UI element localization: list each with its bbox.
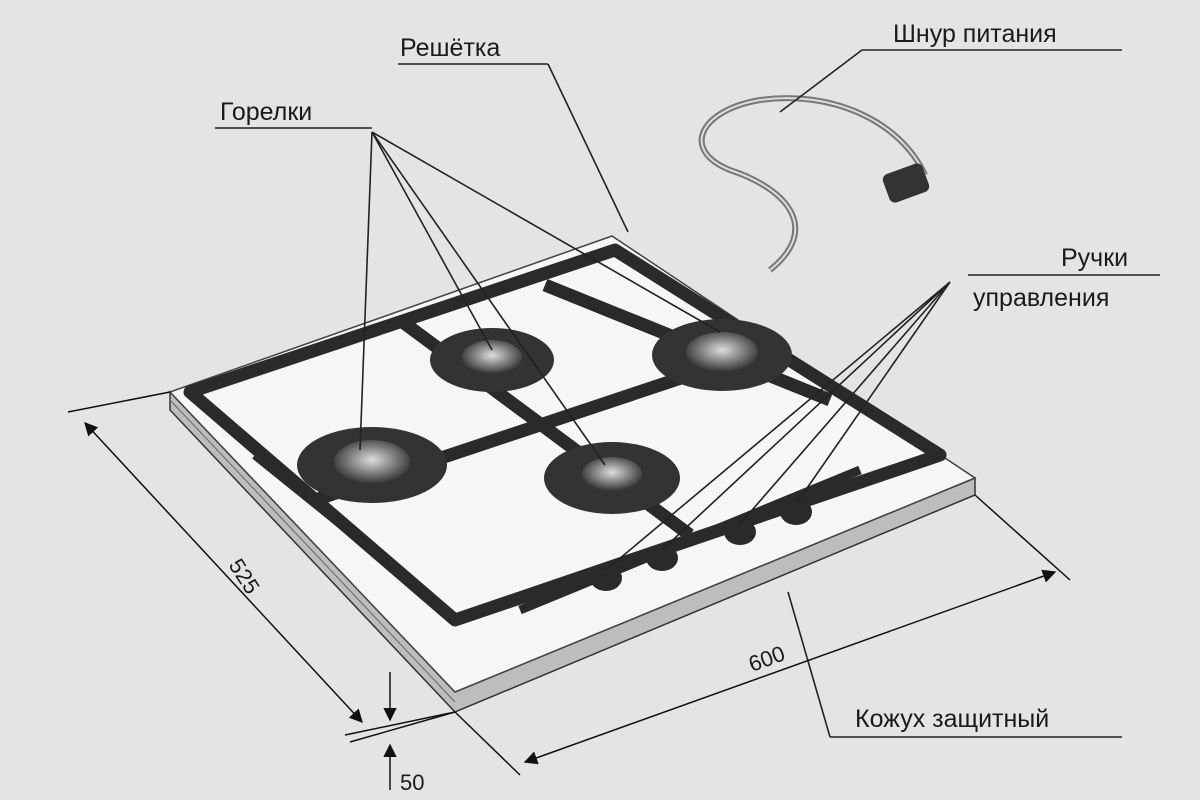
dimension-height: 50	[400, 770, 424, 795]
burner-back-left	[430, 328, 554, 392]
power-plug	[882, 163, 930, 203]
burner-back-right	[652, 319, 792, 391]
label-grate: Решётка	[400, 34, 500, 62]
dimension-lines	[67, 391, 1071, 790]
label-power-cord: Шнур питания	[893, 20, 1057, 48]
label-control-knobs-1: Ручки	[1061, 244, 1128, 272]
dimension-width: 600	[745, 641, 788, 677]
label-burners: Горелки	[220, 98, 312, 126]
dimension-depth: 525	[224, 554, 265, 598]
knob-1	[590, 565, 622, 591]
knob-3	[724, 519, 756, 545]
burner-front-left	[297, 427, 447, 503]
label-control-knobs-2: управления	[973, 284, 1109, 312]
leader-lines	[215, 49, 1160, 738]
label-protective-cover: Кожух защитный	[855, 705, 1049, 733]
knob-4	[780, 499, 812, 525]
knob-2	[646, 545, 678, 571]
burner-front-right	[544, 442, 680, 514]
